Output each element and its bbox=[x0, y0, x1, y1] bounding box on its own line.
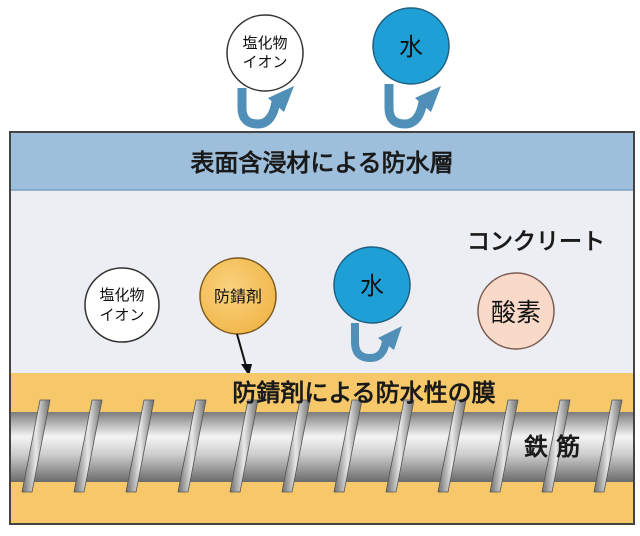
rebar-ribs bbox=[21, 399, 623, 493]
rebar-rib bbox=[125, 399, 155, 493]
oxygen-label: 酸素 bbox=[491, 298, 541, 327]
film-label: 防錆剤による防水性の膜 bbox=[232, 379, 495, 407]
inner-chloride-label-line2: イオン bbox=[99, 306, 144, 324]
rebar-rib bbox=[21, 399, 51, 493]
rebar-label: 鉄 筋 bbox=[524, 433, 580, 461]
rebar-rib bbox=[593, 399, 623, 493]
concrete-label: コンクリート bbox=[467, 229, 605, 255]
rebar-rib bbox=[229, 399, 259, 493]
surface-layer-label: 表面含浸材による防水層 bbox=[190, 149, 453, 177]
rebar-rib bbox=[333, 399, 363, 493]
top-chloride-label-line2: イオン bbox=[242, 53, 287, 71]
top-water-arrowhead-icon bbox=[415, 86, 441, 112]
inner-water-arrowhead-icon bbox=[378, 326, 402, 350]
rebar-rib bbox=[437, 399, 467, 493]
top-water-bounce-arrow-icon bbox=[384, 84, 428, 129]
oxygen-bubble bbox=[477, 272, 555, 350]
rebar-rib bbox=[385, 399, 415, 493]
rebar-rib bbox=[541, 399, 571, 493]
inner-chloride-bubble bbox=[84, 267, 160, 343]
rebar-body bbox=[11, 412, 633, 482]
top-chloride-bounce-arrow-icon bbox=[237, 88, 281, 129]
inhibitor-arrow-shaft bbox=[236, 333, 247, 367]
inner-chloride-label-line1: 塩化物 bbox=[99, 286, 144, 304]
top-chloride-label-line1: 塩化物 bbox=[242, 34, 287, 52]
surface-layer-band bbox=[11, 133, 633, 190]
inner-water-bubble bbox=[333, 246, 411, 324]
inner-water-bounce-arrow-icon bbox=[351, 323, 390, 363]
inhibitor-label: 防錆剤 bbox=[214, 287, 262, 306]
rebar-rib bbox=[281, 399, 311, 493]
rebar-rib bbox=[489, 399, 519, 493]
top-water-label: 水 bbox=[399, 33, 423, 61]
rebar-rib bbox=[177, 399, 207, 493]
top-water-bubble bbox=[372, 7, 450, 85]
rebar bbox=[11, 399, 633, 493]
top-chloride-arrowhead-icon bbox=[268, 86, 294, 112]
rebar-rib bbox=[73, 399, 103, 493]
inner-water-label: 水 bbox=[360, 272, 384, 300]
top-chloride-bubble bbox=[226, 14, 304, 92]
